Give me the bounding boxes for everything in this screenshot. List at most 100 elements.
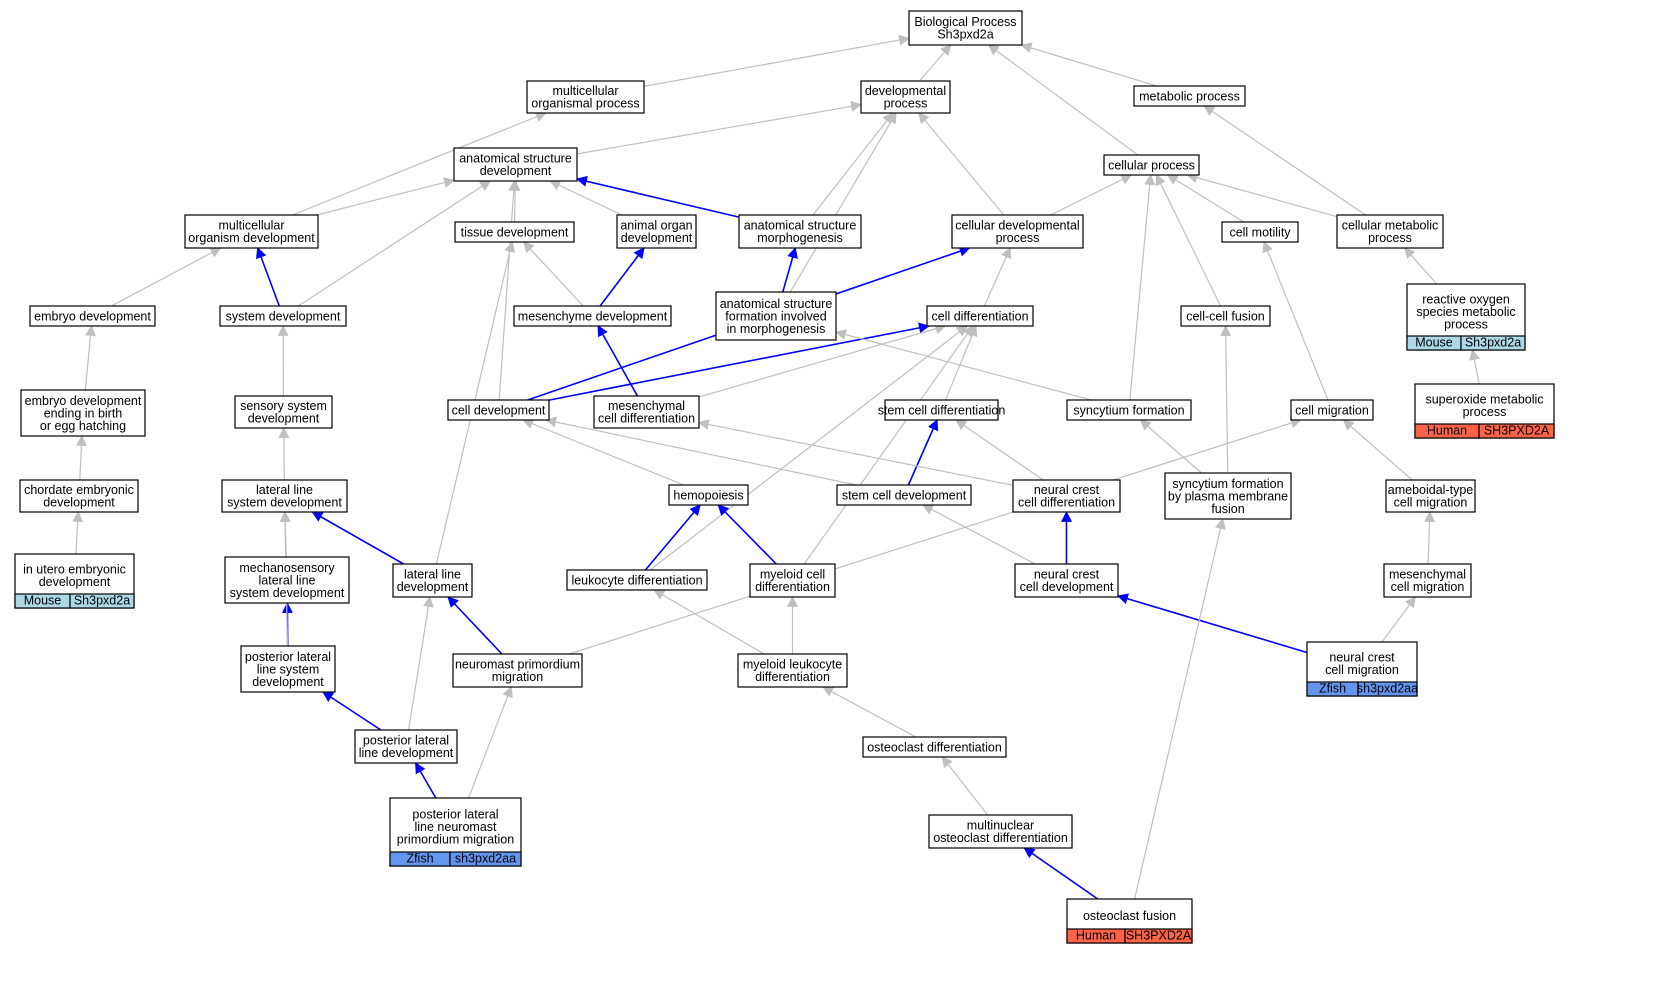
- node-celldev[interactable]: cell development: [447, 399, 550, 421]
- node-hemo[interactable]: hemopoiesis: [668, 484, 749, 506]
- node-label-line: developmental: [865, 84, 946, 98]
- node-motil[interactable]: cell motility: [1221, 221, 1299, 243]
- edge-celldev-to-celldiff: [548, 322, 930, 401]
- node-sysdev[interactable]: system development: [219, 305, 347, 327]
- edge-nccm-to-mescm: [1381, 596, 1416, 643]
- node-label-line: mechanosensory: [239, 561, 335, 575]
- node-label-line: anatomical structure: [720, 297, 833, 311]
- gene-label: Sh3pxd2a: [1465, 336, 1521, 350]
- node-box: [668, 484, 749, 506]
- edge-celldiff-to-cdp: [983, 246, 1012, 307]
- node-metab[interactable]: metabolic process: [1133, 85, 1246, 107]
- edge-ncdiff-to-mesdiff: [697, 419, 1014, 486]
- node-box: [240, 645, 336, 693]
- node-box: [1180, 305, 1271, 327]
- node-label-line: development: [43, 496, 115, 510]
- species-label: Mouse: [1415, 336, 1453, 350]
- node-scdiff[interactable]: stem cell differentiation: [878, 399, 1006, 421]
- edge-utero-to-chordate: [72, 510, 84, 555]
- gene-label: SH3PXD2A: [1484, 424, 1550, 438]
- node-ocdiff[interactable]: osteoclast differentiation: [862, 736, 1007, 758]
- node-label-line: animal organ: [620, 219, 692, 233]
- edge-plld-to-lld: [408, 595, 434, 731]
- node-tissue[interactable]: tissue development: [454, 221, 575, 243]
- node-label-line: multicellular: [219, 219, 285, 233]
- node-celldiff[interactable]: cell differentiation: [926, 305, 1034, 327]
- node-label-line: neural crest: [1034, 568, 1100, 582]
- gene-cell: [69, 593, 135, 609]
- node-box: [452, 653, 583, 688]
- node-label-line: Biological Process: [914, 15, 1016, 29]
- node-label-line: osteoclast fusion: [1083, 909, 1176, 923]
- node-label-line: cellular developmental: [955, 219, 1079, 233]
- node-label-line: neural crest: [1034, 483, 1100, 497]
- node-label-line: development: [621, 231, 693, 245]
- node-label-line: Sh3pxd2a: [937, 28, 993, 42]
- node-box: [860, 80, 951, 114]
- edge-motil-to-cellp: [1166, 174, 1245, 223]
- edge-asm-to-dev: [812, 112, 894, 216]
- node-label-line: multinuclear: [967, 819, 1034, 833]
- node-label-line: cell differentiation: [598, 412, 695, 426]
- node-label-line: lateral line: [259, 573, 316, 587]
- node-box: [928, 814, 1073, 849]
- node-label-line: mesenchyme development: [518, 309, 668, 323]
- node-box: [749, 563, 836, 598]
- node-scdev[interactable]: stem cell development: [836, 484, 972, 506]
- edge-chordate-to-edbirth: [75, 434, 87, 481]
- node-embryo[interactable]: embryo development: [29, 305, 156, 327]
- node-cellp[interactable]: cellular process: [1103, 154, 1200, 176]
- edge-cmig-to-motil: [1262, 240, 1329, 401]
- node-syncf[interactable]: syncytium formation: [1066, 399, 1192, 421]
- node-box: [354, 729, 458, 764]
- node-label-line: ameboidal-type: [1388, 483, 1474, 497]
- node-label-line: superoxide metabolic: [1425, 393, 1543, 407]
- node-cmig[interactable]: cell migration: [1290, 399, 1374, 421]
- node-mesdev[interactable]: mesenchyme development: [513, 305, 672, 327]
- node-box: [184, 214, 319, 249]
- node-label-line: cell development: [1020, 580, 1114, 594]
- node-box: [1103, 154, 1200, 176]
- node-label-line: anatomical structure: [459, 152, 572, 166]
- node-label-line: cell migration: [1391, 580, 1465, 594]
- node-leuk[interactable]: leukocyte differentiation: [566, 569, 708, 591]
- edge-sysdev-to-mod: [256, 246, 281, 307]
- node-ccfusion[interactable]: cell-cell fusion: [1180, 305, 1271, 327]
- edge-npm-to-lld: [447, 596, 503, 655]
